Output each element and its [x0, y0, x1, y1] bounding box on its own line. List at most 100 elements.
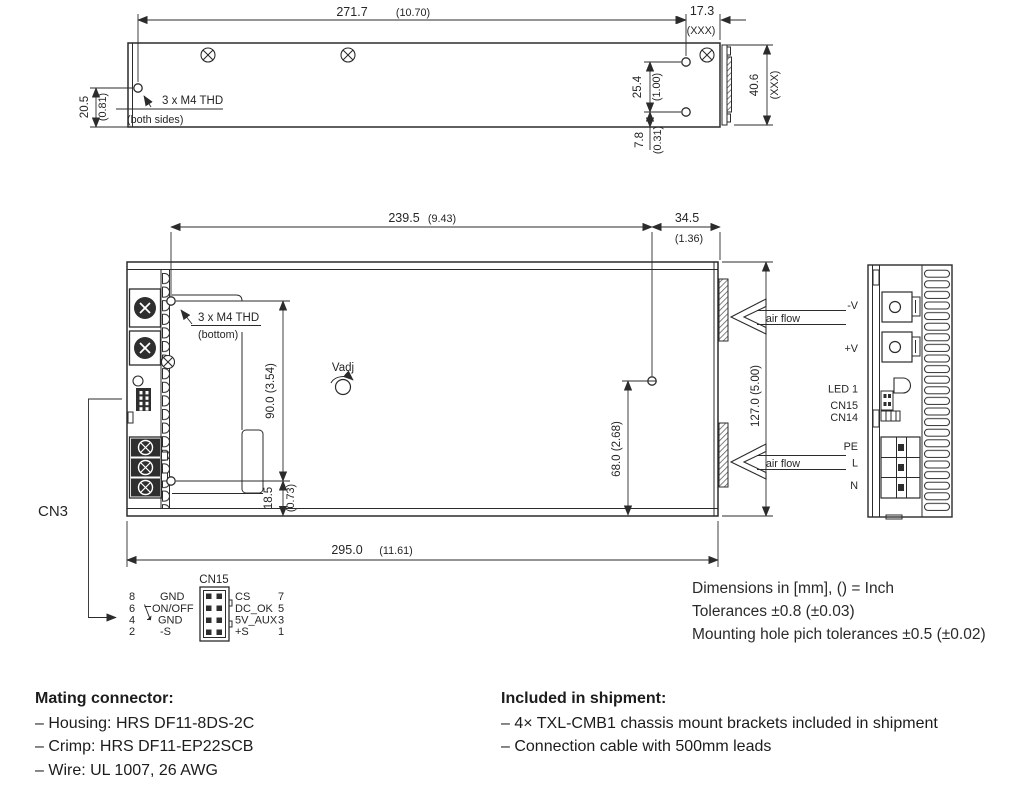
led-indicator	[893, 377, 911, 394]
list-item: – 4× TXL-CMB1 chassis mount brackets inc…	[501, 714, 938, 732]
dim-label: 127.0 (5.00)	[750, 365, 762, 427]
section-title: Mating connector:	[35, 690, 174, 707]
pin-number: 6	[129, 603, 135, 615]
side-input-terminal	[880, 436, 921, 499]
front-panel	[127, 288, 176, 499]
dim-end: 17.3 (XXX)	[660, 4, 746, 40]
dim-label: 17.3	[690, 4, 714, 18]
dim-total-width: 295.0 (11.61)	[126, 521, 719, 567]
pin-number: 5	[278, 603, 284, 615]
dim-label-inch: (XXX)	[687, 25, 716, 37]
top-view-dimensions: 271.7 (10.70) 17.3 (XXX) 20.5 (0.81) 25.…	[79, 4, 781, 154]
dim-height: 40.6 (XXX)	[723, 44, 781, 126]
drawing-notes: Dimensions in [mm], () = Inch Tolerances…	[692, 577, 986, 646]
side-output-terminal	[881, 331, 921, 363]
dim-hole-pitch: 25.4 (1.00)	[632, 61, 681, 113]
terminal-label: PE	[844, 441, 858, 453]
pin-number: 7	[278, 591, 284, 603]
airflow-label: air flow	[766, 458, 800, 470]
dim-label-inch: (0.31)	[652, 126, 664, 154]
cn15-pin-row: 6 ON/OFF DC_OK 5	[129, 603, 284, 615]
dim-width: 271.7 (10.70)	[137, 5, 687, 82]
dimension-drawing: 271.7 (10.70) 17.3 (XXX) 20.5 (0.81) 25.…	[38, 4, 953, 642]
note-line: Mounting hole pich tolerances ±0.5 (±0.0…	[692, 626, 986, 643]
dim-label: 34.5	[675, 211, 699, 225]
bracket-profile	[721, 44, 732, 126]
mounting-hole	[133, 57, 691, 117]
pin-label: DC_OK	[235, 603, 274, 615]
thd-label: 3 x M4 THD	[198, 312, 259, 324]
cn15-connector	[880, 390, 894, 411]
heatsink-fins	[923, 269, 951, 512]
pin-label: GND	[158, 615, 183, 627]
cn3-connector	[136, 388, 151, 411]
airflow-label: air flow	[766, 313, 800, 325]
dim-label-inch: (1.36)	[675, 233, 703, 245]
list-item: – Housing: HRS DF11-8DS-2C	[35, 714, 255, 732]
dim-label: 295.0	[331, 543, 362, 557]
front-view: Vadj	[126, 261, 729, 517]
terminal-label: L	[852, 458, 858, 470]
side-view	[867, 264, 953, 520]
output-terminal	[128, 330, 162, 366]
dim-label: 18.5	[263, 487, 275, 509]
vadj-label: Vadj	[332, 362, 354, 374]
dim-label: 271.7	[336, 5, 367, 19]
airflow-arrows: air flow air flow	[729, 298, 846, 480]
dim-label: 68.0 (2.68)	[611, 421, 623, 477]
list-item: – Crimp: HRS DF11-EP22SCB	[35, 738, 254, 755]
cn15-pin-row: GND 4 5V_AUX 3	[129, 615, 284, 627]
pin-number: 2	[129, 626, 135, 638]
dim-hole-y: 20.5 (0.81)	[79, 87, 133, 128]
side-output-terminal	[881, 291, 921, 323]
airflow-arrow-icon: air flow	[729, 443, 846, 480]
dim-label: 40.6	[749, 74, 761, 96]
thd-sublabel: (both sides)	[127, 114, 183, 126]
vadj-potentiometer: Vadj	[330, 362, 354, 396]
dim-label: 25.4	[632, 75, 644, 98]
panel-screw-icon	[160, 354, 176, 370]
dim-label-inch: (9.43)	[428, 213, 456, 225]
dim-label-inch: (11.61)	[379, 545, 412, 557]
terminal-label: N	[850, 480, 858, 492]
thd-callout-top: 3 x M4 THD (both sides)	[116, 95, 223, 126]
dim-hole-bottom: 7.8 (0.31)	[634, 111, 664, 154]
foot	[885, 514, 903, 520]
dim-label-inch: (1.00)	[651, 73, 663, 101]
terminal-label: +V	[844, 343, 858, 355]
dim-label-inch: (0.81)	[97, 93, 109, 121]
bracket-tab	[718, 278, 729, 342]
dim-hole-bottom: 18.5 (0.73)	[263, 480, 297, 517]
included-in-shipment-section: Included in shipment: – 4× TXL-CMB1 chas…	[501, 687, 938, 759]
note-line: Dimensions in [mm], () = Inch	[692, 580, 894, 597]
pin-label: +S	[235, 626, 249, 638]
internal-outline	[172, 294, 264, 494]
switch-icon	[144, 604, 152, 621]
dim-label: 90.0 (3.54)	[265, 363, 277, 419]
list-item: – Connection cable with 500mm leads	[501, 738, 772, 755]
pin-strip	[161, 272, 170, 508]
dim-body-height: 127.0 (5.00)	[722, 261, 773, 517]
output-terminal	[128, 288, 162, 328]
dim-hole-span: 90.0 (3.54)	[176, 300, 290, 482]
cn15-title: CN15	[199, 574, 228, 586]
note-line: Tolerances ±0.8 (±0.03)	[692, 603, 855, 620]
top-view	[127, 42, 732, 128]
list-item: – Wire: UL 1007, 26 AWG	[35, 761, 218, 779]
bracket-tab	[718, 422, 729, 488]
screw-icon	[200, 47, 715, 63]
input-terminal-block	[128, 436, 168, 499]
dim-hole2: 68.0 (2.68)	[611, 380, 656, 516]
dim-label: 7.8	[634, 132, 646, 148]
dim-label-inch: (10.70)	[396, 7, 430, 19]
terminal-label: CN15	[830, 400, 858, 412]
pin-number: 3	[278, 615, 284, 627]
cn15-pin-row: 8 GND CS 7	[129, 591, 284, 603]
terminal-label: LED 1	[828, 384, 858, 396]
dim-fin-width: 34.5 (1.36)	[651, 211, 721, 260]
mating-connector-section: Mating connector: – Housing: HRS DF11-8D…	[35, 687, 254, 782]
cn15-pin-row: 2 -S +S 1	[129, 626, 284, 638]
pin-number: 8	[129, 591, 135, 603]
section-title: Included in shipment:	[501, 690, 667, 707]
